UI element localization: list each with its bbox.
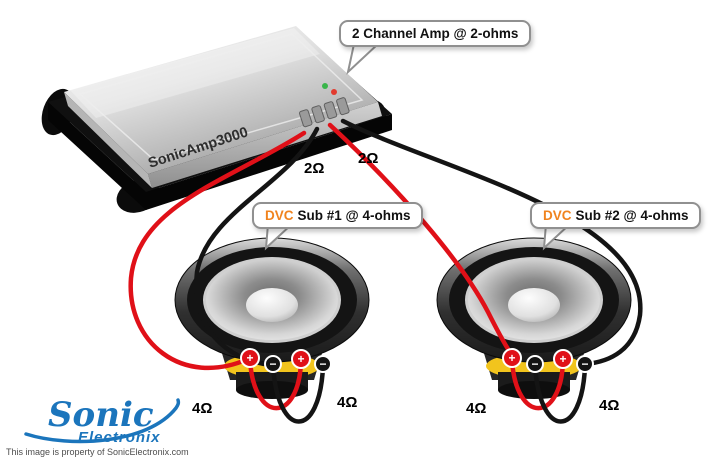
copyright-text: This image is property of SonicElectroni… <box>6 447 189 457</box>
amp-terminal-1 <box>299 109 313 128</box>
sub1-terminal-negative-1-sign: − <box>269 357 276 371</box>
callout-sub1-text: Sub #1 @ 4-ohms <box>297 208 411 223</box>
sub2-terminal-negative-1-sign: − <box>531 357 538 371</box>
sub2-dust-cap <box>508 288 560 322</box>
callout-amp-text: 2 Channel Amp @ 2-ohms <box>352 26 519 41</box>
amp-terminal-2 <box>311 105 325 124</box>
wire-amp-sub2-negative <box>340 118 643 367</box>
sub2-terminals: + − + − <box>502 348 594 373</box>
sub1-terminals: + − + − <box>240 348 332 373</box>
amp-terminal-4 <box>336 97 350 116</box>
wire-amp-sub1-positive <box>128 130 307 371</box>
sub2-terminal-negative-1 <box>526 355 544 373</box>
jumper-sub2-negative <box>532 363 588 424</box>
amp-left-edge <box>64 92 152 188</box>
jumper-sub1-positive <box>247 357 304 411</box>
sub2-terminal-positive-1 <box>502 348 522 368</box>
wire-amp-sub2-positive <box>327 122 516 360</box>
callout-pointer-amp <box>346 43 381 75</box>
logo-electronix: Electronix <box>78 429 161 446</box>
sub1-terminal-negative-2-sign: − <box>319 357 326 371</box>
amplifier: SonicAmp3000 <box>41 26 392 213</box>
amp-front-edge <box>148 102 382 188</box>
wire-amp-sub1-negative <box>194 126 320 368</box>
sub1-terminal-negative-1 <box>264 355 282 373</box>
logo-swoosh-icon <box>24 398 181 444</box>
logo-sonic: Sonic <box>48 395 154 435</box>
sub2-terminal-positive-2-sign: + <box>559 352 566 366</box>
sub2-terminal-positive-1-sign: + <box>508 351 515 365</box>
jumper-sub2-positive <box>509 357 566 411</box>
sub2-terminal-negative-2-sign: − <box>581 357 588 371</box>
impedance-label-amp-left: 2Ω <box>304 160 324 177</box>
sub1-terminal-negative-2 <box>314 355 332 373</box>
power-led-red-icon <box>331 89 337 95</box>
amp-top-panel <box>64 26 378 174</box>
impedance-label-sub1-left: 4Ω <box>192 400 212 417</box>
sub2-terminal-positive-2 <box>553 349 573 369</box>
power-led-green-icon <box>322 83 328 89</box>
sonic-electronix-logo: Sonic Electronix <box>24 395 181 446</box>
callout-amp: 2 Channel Amp @ 2-ohms <box>339 20 532 47</box>
wiring <box>128 118 643 424</box>
callout-sub2-text: Sub #2 @ 4-ohms <box>575 208 689 223</box>
sub1-dust-cap <box>246 288 298 322</box>
sub1-terminal-positive-2-sign: + <box>297 352 304 366</box>
amp-terminal-3 <box>323 101 338 120</box>
impedance-label-sub2-left: 4Ω <box>466 400 486 417</box>
amp-top-bevel <box>78 33 364 161</box>
jumper-sub1-negative <box>270 363 326 424</box>
sub1-terminal-positive-1-sign: + <box>246 351 253 365</box>
callout-sub2-highlight: DVC <box>543 208 572 223</box>
amp-base-side-left <box>48 102 146 210</box>
amp-terminal-block <box>299 97 350 128</box>
callout-sub1-highlight: DVC <box>265 208 294 223</box>
impedance-label-amp-right: 2Ω <box>358 150 378 167</box>
sub1-terminal-positive-1 <box>240 348 260 368</box>
sub2-terminal-negative-2 <box>576 355 594 373</box>
amp-top-highlight <box>70 28 320 118</box>
impedance-label-sub2-right: 4Ω <box>599 397 619 414</box>
sub1-terminal-positive-2 <box>291 349 311 369</box>
impedance-label-sub1-right: 4Ω <box>337 394 357 411</box>
